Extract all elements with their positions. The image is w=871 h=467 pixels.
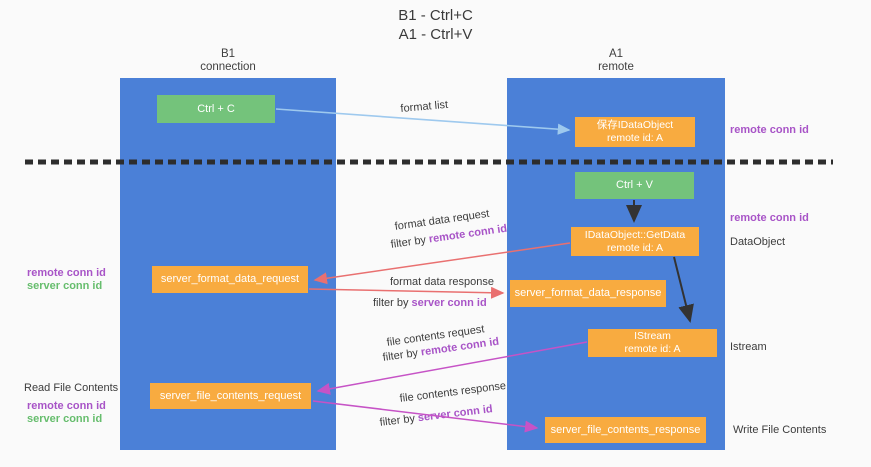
format-list-label: format list bbox=[400, 98, 449, 115]
remote-conn-id-label-bottom-left: remote conn id bbox=[27, 400, 106, 412]
remote-conn-id-label-top-right: remote conn id bbox=[730, 124, 809, 136]
server-format-data-request-label: server_format_data_request bbox=[160, 273, 300, 285]
write-file-contents-label: Write File Contents bbox=[733, 424, 827, 436]
ctrl-c-box: Ctrl + C bbox=[157, 95, 275, 123]
save-idataobject-box: 保存IDataObject remote id: A bbox=[575, 117, 695, 147]
read-file-contents-label: Read File Contents bbox=[24, 382, 119, 394]
file-contents-response-label: file contents response bbox=[399, 379, 507, 405]
server-conn-id-label-bottom-left: server conn id bbox=[27, 413, 103, 425]
idataobject-getdata-box: IDataObject::GetData remote id: A bbox=[571, 227, 699, 256]
server-conn-id-label-mid-left: server conn id bbox=[27, 280, 103, 292]
title-line-1: B1 - Ctrl+C bbox=[398, 7, 473, 24]
save-idataobject-line1: 保存IDataObject bbox=[596, 119, 674, 131]
lane-a1-role: remote bbox=[598, 61, 634, 73]
filter-by-text: filter by bbox=[379, 412, 416, 429]
filter-by-server-conn-id-label-2: filter by server conn id bbox=[379, 403, 493, 430]
format-data-response-arrow bbox=[308, 286, 505, 299]
dataobject-label: DataObject bbox=[730, 236, 786, 248]
server-file-contents-response-box: server_file_contents_response bbox=[545, 417, 706, 443]
server-format-data-response-label: server_format_data_response bbox=[514, 287, 662, 299]
server-file-contents-response-label: server_file_contents_response bbox=[550, 423, 701, 436]
lane-header-a1: A1 remote bbox=[507, 48, 725, 74]
ctrl-c-label: Ctrl + C bbox=[197, 102, 235, 115]
title-line-2: A1 - Ctrl+V bbox=[398, 26, 473, 43]
ctrl-v-label: Ctrl + V bbox=[616, 179, 653, 191]
filter-by-text: filter by bbox=[373, 297, 409, 309]
lane-b1-role: connection bbox=[200, 61, 256, 73]
ctrl-v-box: Ctrl + V bbox=[575, 172, 694, 199]
remote-conn-id-label-mid-left: remote conn id bbox=[27, 267, 106, 279]
server-file-contents-request-box: server_file_contents_request bbox=[150, 383, 311, 409]
istream-line1: IStream bbox=[634, 330, 671, 342]
save-idataobject-line2: remote id: A bbox=[606, 132, 664, 144]
lane-b1-name: B1 bbox=[220, 48, 236, 60]
getdata-line2: remote id: A bbox=[606, 241, 664, 254]
remote-conn-id-label-mid-right: remote conn id bbox=[730, 212, 809, 224]
istream-side-label: Istream bbox=[730, 341, 767, 353]
server-format-data-request-box: server_format_data_request bbox=[152, 266, 308, 293]
server-format-data-response-box: server_format_data_response bbox=[510, 280, 666, 307]
filter-by-text: filter by bbox=[390, 234, 427, 251]
filter-by-server-conn-id-label-1: filter by server conn id bbox=[373, 297, 487, 310]
lane-a1-name: A1 bbox=[608, 48, 624, 60]
istream-line2: remote id: A bbox=[624, 343, 681, 355]
server-file-contents-request-label: server_file_contents_request bbox=[159, 389, 302, 402]
istream-box: IStream remote id: A bbox=[588, 329, 717, 357]
conn-id-labels-mid-left: remote conn id server conn id bbox=[27, 267, 106, 293]
getdata-line1: IDataObject::GetData bbox=[584, 228, 686, 241]
lane-header-b1: B1 connection bbox=[120, 48, 336, 74]
conn-id-labels-bottom-left: remote conn id server conn id bbox=[27, 400, 106, 426]
diagram-title: B1 - Ctrl+C A1 - Ctrl+V bbox=[0, 6, 871, 44]
format-data-response-label: format data response bbox=[390, 276, 494, 288]
server-conn-id-text: server conn id bbox=[417, 403, 494, 425]
server-conn-id-text: server conn id bbox=[411, 297, 487, 309]
